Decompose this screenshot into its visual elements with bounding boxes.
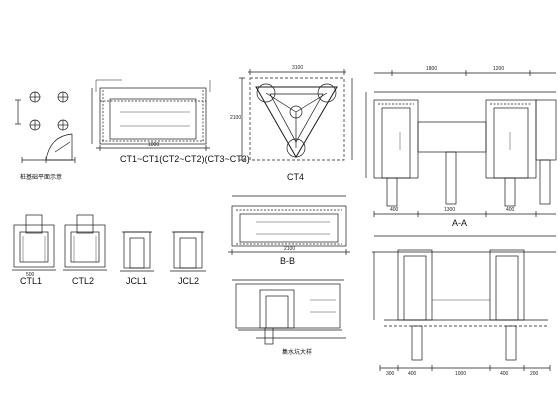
ctl1-title: CTL1 [20,276,43,286]
ct1-section [91,79,211,151]
pit-detail [232,279,346,345]
dim-aa-bottom-2: 1300 [444,207,456,213]
dim-ct4-width: 3100 [292,65,304,71]
jcl1-detail [120,231,154,272]
ctl1-detail [12,214,56,271]
jcl2-title: JCL2 [178,276,200,286]
pile-plan [15,91,76,163]
ct1-title: CT1~CT1(CT2~CT2)(CT3~CT3) [120,154,250,164]
ct4-title: CT4 [287,172,305,182]
dim-aa-bottom-1: 400 [390,207,399,213]
dim-br-3: 1000 [455,371,467,377]
dim-ct4-height: 2100 [230,115,242,121]
ctl2-detail [63,214,107,271]
dim-br-4: 400 [500,371,509,377]
section-a-a [365,70,557,217]
section-b-b-title: B-B [280,256,296,266]
ctl2-title: CTL2 [72,276,95,286]
jcl1-title: JCL1 [126,276,148,286]
section-b-b [228,195,350,255]
dim-br-5: 200 [530,371,539,377]
jcl2-detail [170,231,206,272]
dim-bb: 2100 [284,246,296,252]
pile-plan-label: 桩基础平面示意 [20,175,63,181]
dim-ct1: 1000 [148,142,160,148]
dim-ctl1: 500 [26,272,35,278]
dim-br-1: 300 [386,371,395,377]
dim-br-2: 400 [408,371,417,377]
pit-detail-title: 集水坑大样 [282,350,313,356]
dim-aa-top-1: 1800 [426,66,438,72]
dim-aa-top-2: 1200 [493,66,505,72]
dim-aa-bottom-3: 400 [506,207,515,213]
section-bottom-right [372,235,556,371]
ct4-plan [239,69,353,161]
section-a-a-title: A-A [452,218,468,228]
